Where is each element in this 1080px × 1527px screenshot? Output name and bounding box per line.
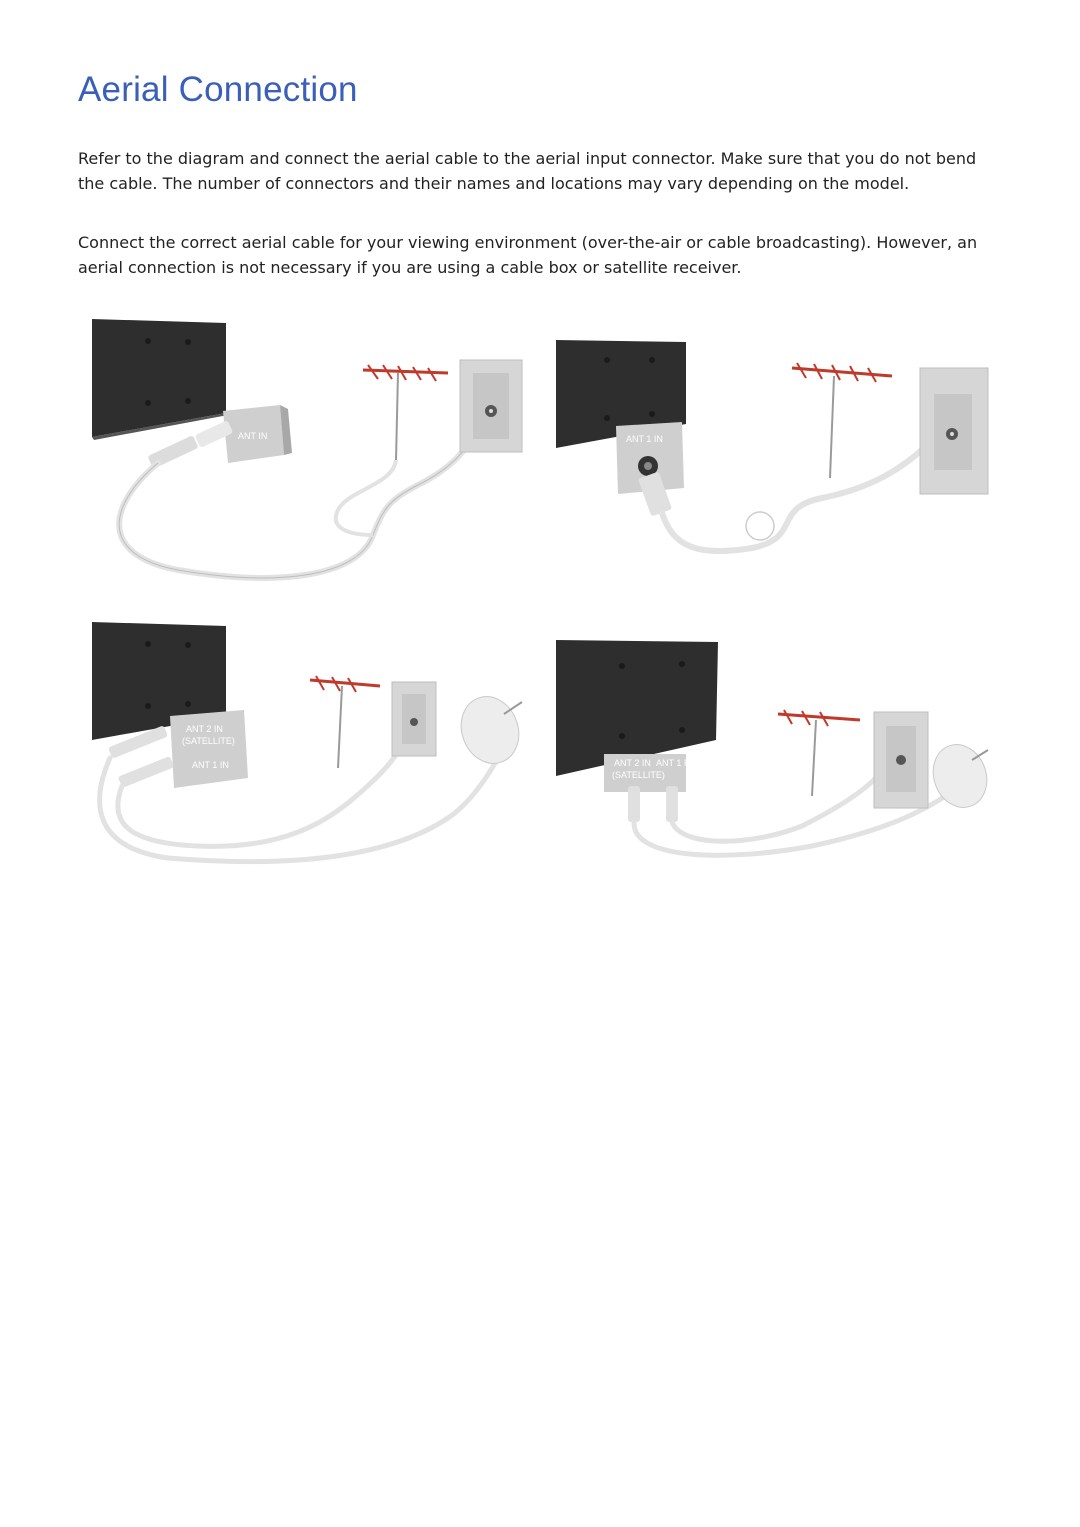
diagram-satellite-two-inputs-side: ANT 2 IN (SATELLITE) ANT 1 IN — [552, 636, 1002, 866]
dual-port-box — [604, 754, 686, 792]
coax-cable — [659, 445, 927, 555]
ant2-in-label: ANT 2 IN — [186, 724, 223, 734]
environment-paragraph: Connect the correct aerial cable for you… — [78, 233, 978, 277]
tv-rear-panel — [92, 319, 226, 437]
intro-paragraph: Refer to the diagram and connect the aer… — [78, 149, 977, 193]
rooftop-antenna-icon — [791, 362, 893, 479]
tv-rear-panel — [556, 340, 686, 448]
wall-outlet-icon — [391, 681, 437, 757]
coax-cable-aerial — [115, 733, 409, 849]
coax-connector — [148, 421, 233, 468]
ant2-satellite-label: (SATELLITE) — [182, 736, 235, 746]
ant2-in-label: ANT 2 IN — [614, 758, 651, 768]
cable-splitter-icon — [745, 511, 775, 541]
wall-outlet-icon — [919, 367, 989, 495]
satellite-dish-icon — [932, 744, 989, 808]
ant2-satellite-label: (SATELLITE) — [612, 770, 665, 780]
coax-cable-aerial — [669, 765, 887, 844]
diagram-cable-ant1-in: ANT 1 IN — [552, 338, 1002, 578]
coax-cable-satellite — [631, 773, 975, 858]
ant-in-label: ANT IN — [238, 431, 267, 441]
diagram-satellite-two-inputs: ANT 2 IN (SATELLITE) ANT 1 IN — [88, 618, 548, 878]
satellite-dish-icon — [460, 696, 523, 764]
rooftop-antenna-icon — [309, 675, 381, 769]
tv-rear-panel — [556, 640, 718, 776]
diagram-aerial-ant-in: ANT IN — [88, 315, 528, 585]
wall-outlet-icon — [459, 359, 523, 453]
rooftop-antenna-icon — [333, 364, 449, 537]
page-title: Aerial Connection — [78, 70, 358, 109]
wall-outlet-icon — [873, 711, 929, 809]
ant1-in-label: ANT 1 IN — [626, 434, 663, 444]
rooftop-antenna-icon — [777, 709, 861, 797]
ant1-in-label: ANT 1 IN — [192, 760, 229, 770]
ant-in-port-box — [223, 405, 284, 463]
coax-connector — [638, 472, 672, 516]
coax-cable-satellite — [97, 725, 519, 865]
tv-rear-panel — [92, 622, 226, 740]
ant1-in-label: ANT 1 IN — [656, 758, 693, 768]
dual-port-box — [170, 710, 248, 788]
